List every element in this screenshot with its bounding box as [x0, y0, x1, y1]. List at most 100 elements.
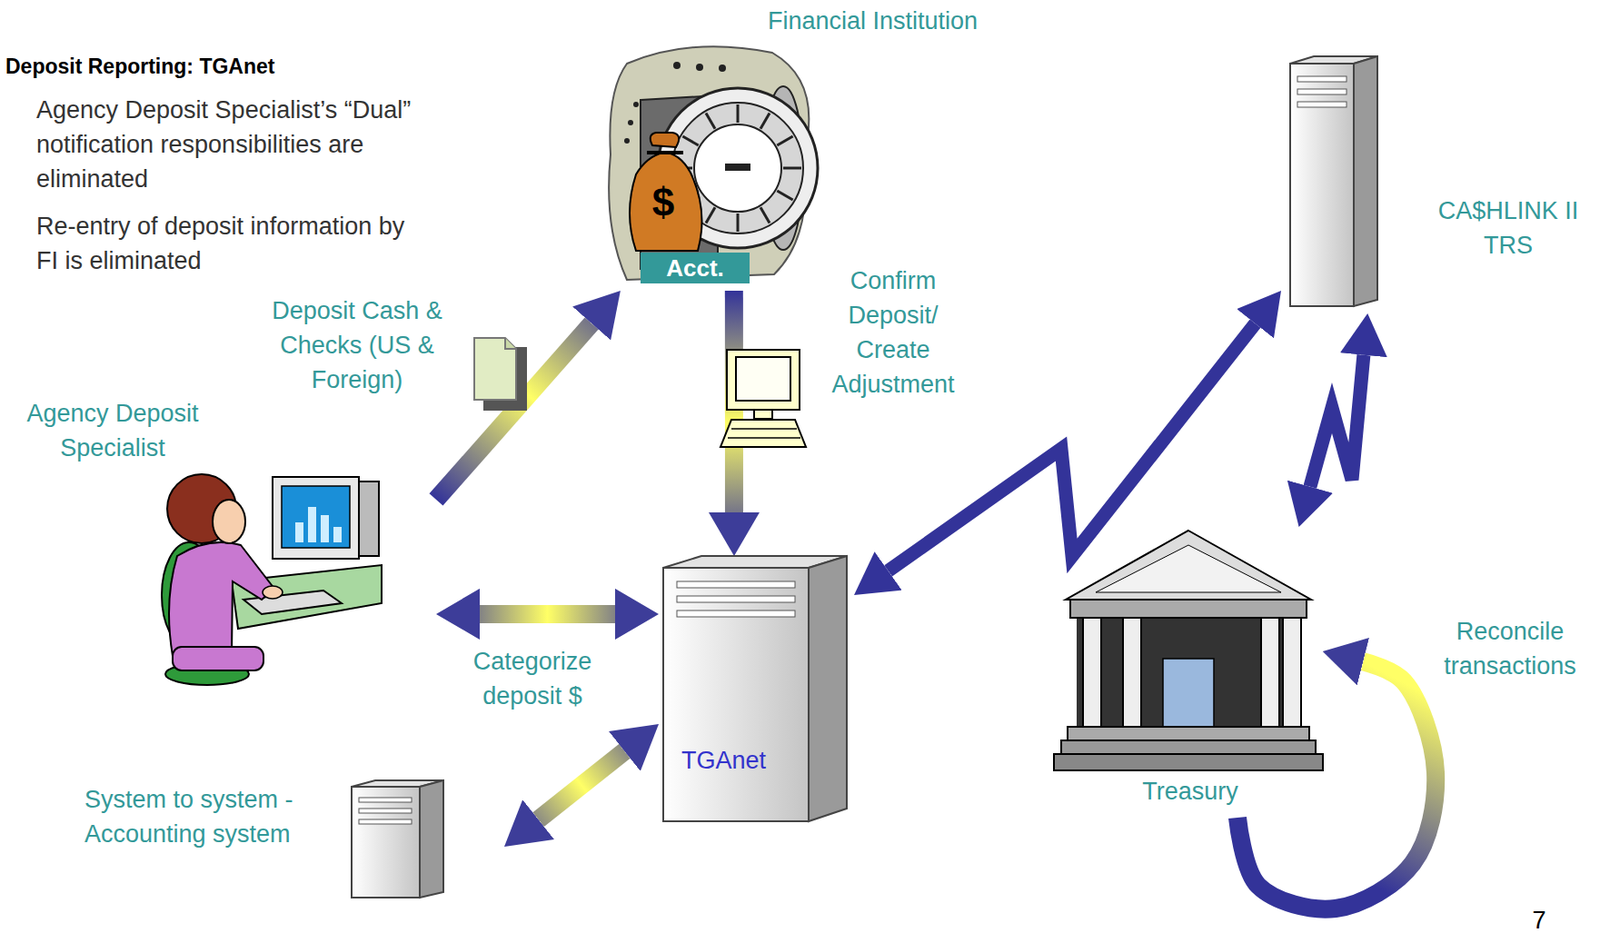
vault-illustration-part — [673, 61, 681, 70]
computer-icon-part — [754, 409, 773, 419]
treasury-building-part — [1053, 754, 1323, 771]
vault-illustration-part-part — [783, 167, 802, 170]
accounting-server-part — [358, 819, 412, 825]
edge-label-box: Deposit Cash & Checks (US & Foreign) — [252, 293, 462, 398]
accounting-server-part — [419, 780, 444, 898]
computer-icon-part — [726, 349, 800, 410]
vault-illustration-part-part — [705, 112, 716, 129]
edge-label: Categorize deposit $ — [464, 644, 601, 714]
treasury-building-part — [1083, 617, 1302, 727]
vault-illustration-part — [646, 150, 684, 155]
tganet-server-part — [676, 610, 796, 617]
flow-arrow — [436, 323, 592, 500]
account-tag: Acct. — [640, 252, 750, 284]
vault-illustration-part — [624, 138, 630, 144]
cashlink-server — [1290, 56, 1378, 307]
person-at-desk-part — [262, 586, 283, 599]
vault-illustration-part — [608, 46, 809, 280]
cashlink-server-part — [1290, 63, 1354, 307]
accounting-server-part — [358, 808, 412, 814]
vault-illustration-part — [629, 152, 703, 251]
money-symbol-box: $ — [637, 179, 689, 226]
node-label: Financial Institution — [767, 3, 978, 39]
person-at-desk-part — [308, 506, 317, 543]
cashlink-server-part — [1297, 89, 1347, 95]
vault-illustration-part — [718, 64, 726, 72]
tganet-server-part — [676, 581, 796, 588]
server-node: System to system - Accounting system — [81, 776, 505, 905]
treasury-building-part-part — [1261, 617, 1280, 727]
edge-label: Confirm Deposit/ Create Adjustment — [824, 263, 962, 402]
vault-illustration — [608, 46, 818, 284]
tganet-server — [663, 556, 847, 822]
edge-label-box: Reconcile transactions — [1432, 614, 1588, 684]
tganet-server-part — [663, 567, 809, 822]
treasury-building-part — [1070, 599, 1307, 618]
treasury-building-part — [1061, 740, 1316, 755]
vault-illustration-part — [640, 252, 750, 284]
vault-illustration-part-part — [682, 136, 698, 146]
node-label: TGAnet — [681, 743, 766, 778]
bank-node: Financial Institution — [599, 3, 1000, 291]
vault-illustration-part — [627, 119, 634, 126]
document-icon-part — [505, 337, 517, 349]
vault-illustration-part — [725, 163, 751, 171]
flow-arrow — [479, 605, 616, 624]
edge-label: Reconcile transactions — [1432, 614, 1588, 684]
node-label: Agency Deposit Specialist — [17, 396, 209, 466]
lightning-connector — [888, 323, 1256, 571]
cashlink-server-part — [1297, 76, 1347, 82]
person-at-desk-part — [172, 646, 264, 671]
lightning-connector — [1310, 355, 1364, 487]
computer-icon-part — [727, 428, 801, 438]
document-icon — [474, 337, 527, 411]
vault-illustration-part-part — [776, 136, 793, 146]
node-label: Treasury — [1058, 774, 1322, 809]
edge-label-box: Confirm Deposit/ Create Adjustment — [824, 263, 962, 402]
bullet-note-box: Agency Deposit Specialist’s “Dual” notif… — [36, 92, 422, 197]
cashlink-server-part — [1353, 56, 1378, 307]
flow-arrow — [538, 751, 626, 820]
treasury-building-part — [1067, 726, 1310, 741]
vault-illustration-part-part — [736, 213, 740, 232]
person-at-desk-part — [333, 526, 342, 543]
server-node: CA$HLINK II TRS — [1281, 49, 1591, 314]
edge-label: Deposit Cash & Checks (US & Foreign) — [252, 293, 462, 398]
person-at-desk-part — [281, 486, 350, 548]
person-at-desk-part — [272, 477, 359, 559]
person-at-desk-part — [358, 481, 379, 557]
document-icon-part — [474, 337, 517, 400]
node-label: CA$HLINK II TRS — [1431, 193, 1586, 263]
vault-illustration-part-part — [776, 190, 793, 200]
computer-icon-part — [735, 357, 791, 401]
person-at-desk-part — [212, 499, 246, 544]
cashlink-server-part — [1297, 101, 1347, 108]
vault-illustration-part-part — [736, 104, 740, 123]
node-label: System to system - Accounting system — [84, 782, 312, 852]
vault-illustration-part-part — [705, 207, 716, 223]
bullet-note: Agency Deposit Specialist’s “Dual” notif… — [36, 92, 422, 197]
edge-label-box: Categorize deposit $ — [464, 644, 601, 714]
vault-illustration-part — [695, 63, 704, 71]
person-at-desk — [161, 474, 382, 686]
accounting-server-part — [358, 797, 412, 803]
page-number-box: 7 — [1519, 903, 1560, 938]
title-box: Deposit Reporting: TGAnet — [5, 52, 275, 80]
vault-illustration-part — [650, 132, 679, 148]
computer-icon-part — [720, 419, 806, 448]
vault-illustration-part-part — [760, 112, 770, 129]
treasury-building-part — [1095, 545, 1282, 593]
account-tag-box: Acct. — [640, 252, 750, 284]
person-at-desk-part — [320, 515, 329, 543]
treasury-building-part — [1162, 658, 1214, 727]
person-node: Agency Deposit Specialist — [13, 396, 437, 689]
bullet-note: Re-entry of deposit information by FI is… — [36, 208, 422, 279]
bullet-note-box: Re-entry of deposit information by FI is… — [36, 208, 422, 279]
accounting-server-part — [351, 786, 420, 898]
person-at-desk-part — [168, 542, 275, 656]
page-number: 7 — [1519, 903, 1560, 938]
tganet-server-part — [676, 596, 796, 603]
tganet-server-part — [808, 556, 847, 822]
vault-illustration-part — [633, 101, 639, 108]
